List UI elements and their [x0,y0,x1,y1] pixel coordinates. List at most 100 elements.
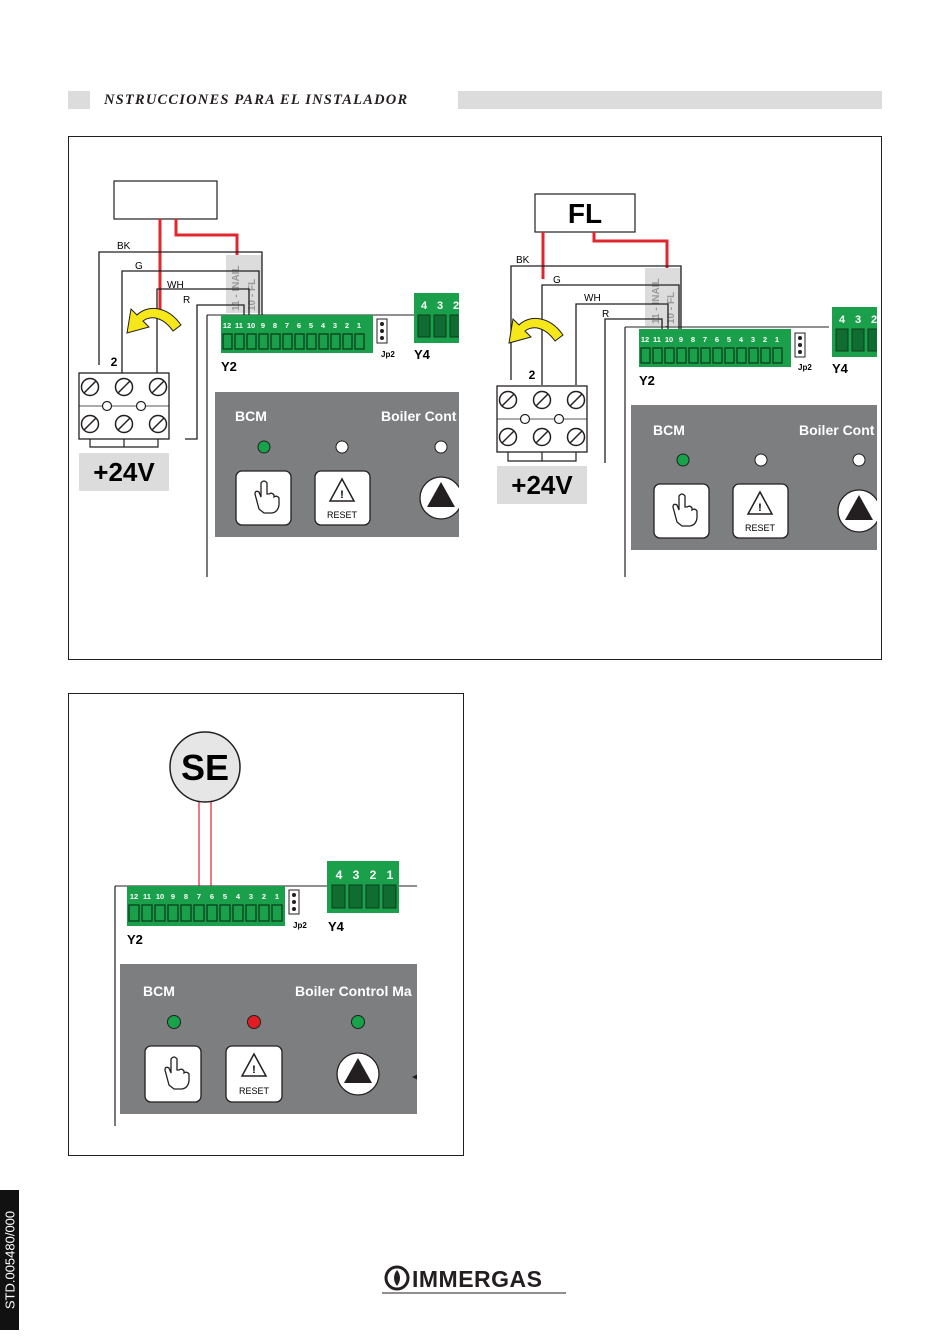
supply-label-bg-left [79,453,169,491]
reset-button-right[interactable]: ! RESET [732,483,789,539]
immergas-logo: IMMERGAS [382,1265,566,1294]
terminal-block-left [78,372,170,448]
play-button-right[interactable] [837,489,880,533]
connector-y2-label-left: Y2 [221,359,237,374]
warning-icon [746,490,774,515]
status-led-right [676,453,690,467]
pin-label: 9 [171,892,175,901]
device-box-left [113,180,218,220]
red-wires-left [158,219,239,313]
pin-label: 2 [262,892,266,901]
status-led-bottom [167,1015,181,1029]
pin-label: 11 [653,335,661,344]
pin-label: 10 [665,335,673,344]
play-button-bottom[interactable] [336,1052,380,1096]
reset-button-left[interactable]: ! RESET [314,470,371,526]
wire-label-g-right: G [553,275,561,286]
bottom-diagram-panel: SE 12 11 10 9 8 7 6 5 4 3 2 [68,693,464,1156]
wire-label-r-left: R [183,295,190,306]
bcm-panel-left: BCM Boiler Cont ! RESET [215,392,462,537]
pin-label: 4 [336,868,343,882]
diagram-left: 11 - INAIL 10 - FL BK G WH R 2 [78,180,462,577]
wire-label-bk-left: BK [117,241,131,252]
boiler-control-label-left: Boiler Cont [381,408,457,424]
jumper-label-right: Jp2 [798,363,812,372]
svg-text:!: ! [758,502,762,514]
device-label-right: FL [568,198,602,229]
status-led-left [257,440,271,454]
pin-label: 7 [285,321,289,330]
jumper-label-bottom: Jp2 [293,921,307,930]
pin-label: 8 [184,892,188,901]
svg-text:!: ! [252,1064,256,1076]
pin-label: 8 [691,335,695,344]
boiler-control-label-bottom: Boiler Control Ma [295,983,412,999]
play-icon [344,1058,372,1083]
document-code: STD.005480/000 [0,1190,19,1330]
vertical-label-fl-left: 10 - FL [247,279,258,311]
device-box-right [534,193,636,233]
connector-y4-left: 4 3 2 [414,293,459,343]
reset-label-left: RESET [327,510,358,520]
sensor-circle [169,731,241,803]
pin-label: 6 [715,335,719,344]
pin-label: 11 [143,892,151,901]
wire-label-bk-right: BK [516,255,530,266]
wire-label-g-left: G [135,261,143,272]
logo-text: IMMERGAS [412,1266,543,1292]
play-button-left[interactable] [419,476,462,520]
pin-label: 3 [249,892,253,901]
pin-label: 9 [261,321,265,330]
hand-button-bottom[interactable] [144,1045,202,1103]
connector-y4-label-left: Y4 [414,347,431,362]
vertical-label-inail-left: 11 - INAIL [231,265,242,311]
arrow-icon-right [508,317,564,344]
reset-label-bottom: RESET [239,1086,270,1096]
pin-label: 4 [321,321,326,330]
hand-button-left[interactable] [235,470,292,526]
terminal-block-right [496,385,588,462]
reset-label-right: RESET [745,523,776,533]
wire-wh-left [156,288,250,373]
pin-label: 2 [345,321,349,330]
bcm-label-right: BCM [653,422,685,438]
warning-icon [328,477,356,502]
pin-label: 1 [357,321,361,330]
svg-text:!: ! [340,489,344,501]
pin-label: 4 [739,335,744,344]
pin-label: 1 [775,335,779,344]
pin-label: 3 [353,868,360,882]
status-led-left [335,440,349,454]
pin-label: 12 [223,321,231,330]
wire-wh-right [575,303,669,385]
play-icon [845,495,873,520]
diagram-right: FL 11 - INAIL 10 - FL BK G WH R 2 [496,193,880,577]
vertical-label-fl-right: 10 - FL [666,292,677,324]
wire-label-wh-right: WH [584,293,601,304]
pin-label: 10 [156,892,164,901]
partial-arrow-icon [412,1074,417,1080]
bcm-panel-right: BCM Boiler Cont ! RESET [631,405,880,550]
hand-button-right[interactable] [653,483,710,539]
jumper-jp2-left [376,318,388,344]
wire-g-left [121,270,260,373]
hand-icon [254,480,280,514]
pin-label: 4 [421,300,428,312]
header-bar-left [68,91,90,109]
sensor-label: SE [181,747,229,788]
vertical-label-bg-left [226,255,262,313]
connector-y4-label-bottom: Y4 [328,919,345,934]
reset-button-bottom[interactable]: ! RESET [225,1045,283,1103]
bottom-diagram-canvas: SE 12 11 10 9 8 7 6 5 4 3 2 [114,731,417,1126]
pin-label: 3 [437,300,443,312]
wire-r-right [604,318,663,463]
connector-y2-bottom: 12 11 10 9 8 7 6 5 4 3 2 1 [127,886,285,926]
status-led-right [754,453,768,467]
pin-label: 2 [871,314,877,326]
arrow-icon-left [126,307,182,334]
bcm-panel-bottom: BCM Boiler Control Ma ! RESET [120,964,417,1114]
connector-y2-label-bottom: Y2 [127,932,143,947]
wire-label-wh-left: WH [167,280,184,291]
pin-label: 5 [223,892,227,901]
vertical-label-bg-right [645,268,681,326]
